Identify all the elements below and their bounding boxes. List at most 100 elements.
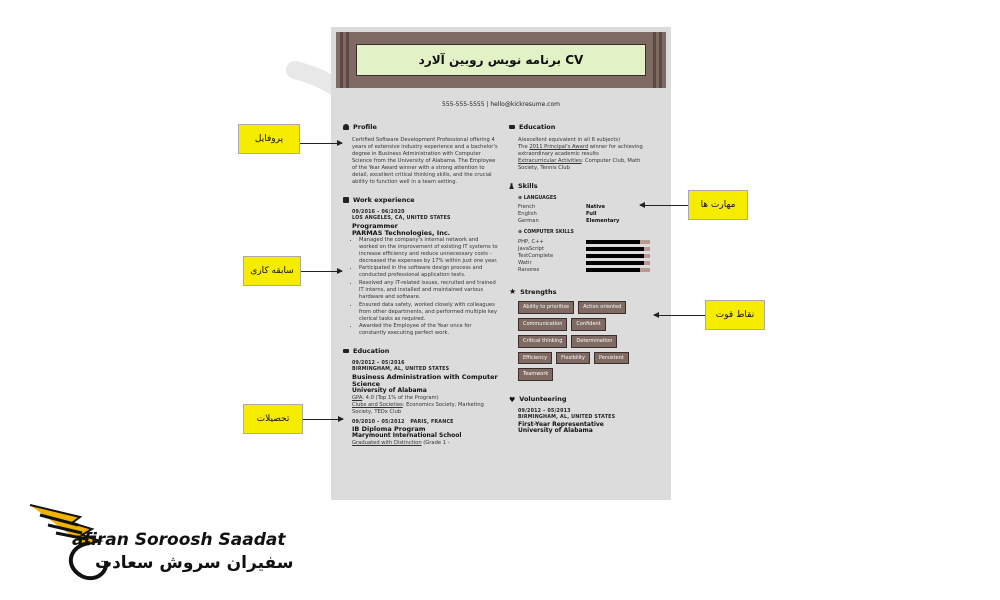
edu-school: University of Alabama: [352, 387, 427, 395]
computer-skill-name: PHP, C++: [518, 238, 544, 245]
brand-logo-icon: [29, 504, 109, 581]
brand-name-fa: سفیران سروش سعادت: [95, 553, 294, 573]
education-continued-section: Education A/excellent equivalent in all …: [509, 123, 659, 172]
edu-activities: Extracurricular Activities: Computer Clu…: [518, 157, 641, 171]
arrow-skills: [639, 202, 688, 208]
edu-clubs: Clubs and Societies: Economics Society, …: [352, 401, 484, 415]
computer-skill-name: JavaScript: [518, 245, 545, 252]
computer-skill-row: JavaScript: [518, 246, 659, 253]
volunteer-location: BIRMINGHAM, AL, UNITED STATES: [518, 415, 616, 421]
cv-page: CV برنامه نویس روبین آلارد 555-555-5555 …: [331, 27, 671, 500]
callout-skills: مهارت ها: [688, 190, 748, 220]
flask-icon: [509, 183, 514, 190]
profile-section: Profile Certified Software Development P…: [343, 123, 498, 186]
right-column: Education A/excellent equivalent in all …: [509, 123, 659, 445]
computer-skill-row: Ranorex: [518, 267, 659, 274]
edu-dates: 09/2010 – 05/2012 PARIS, FRANCE: [352, 419, 454, 425]
strength-tag: Communication: [518, 318, 568, 331]
strength-tag: Efficiency: [518, 351, 553, 365]
strength-tag: Confident: [571, 318, 606, 331]
arrow-work: [301, 268, 343, 274]
computer-skill-row: PHP, C++: [518, 239, 659, 246]
graduation-cap-icon: [509, 125, 515, 130]
edu-degree: IB Diploma Program: [352, 425, 426, 434]
volunteer-school: University of Alabama: [518, 427, 593, 435]
education-section: Education 09/2012 – 05/2016 BIRMINGHAM, …: [343, 347, 498, 447]
profile-text: Certified Software Development Professio…: [352, 136, 498, 185]
profile-heading-text: Profile: [353, 123, 377, 131]
strength-tag: Persistent: [593, 351, 629, 365]
computer-skill-row: Watir: [518, 260, 659, 267]
work-section: Work experience 09/2016 – 06/2020 LOS AN…: [343, 196, 498, 337]
edu-gpa: GPA: 4.0 (Top 1% of the Program): [352, 394, 439, 401]
edu-award: The 2011 Principal's Award winner for ac…: [518, 143, 643, 157]
left-column: Profile Certified Software Development P…: [343, 123, 498, 457]
header-stripe: [340, 32, 343, 88]
strength-tag: Ability to prioritize: [518, 301, 575, 315]
skill-level-fill: [586, 267, 641, 272]
callout-strengths: نقاط قوت: [705, 300, 765, 330]
contact-line: 555-555-5555 | hello@kickresume.com: [442, 101, 560, 108]
strength-tag: Teamwork: [518, 368, 554, 382]
edu-school: Marymount International School: [352, 432, 462, 440]
work-bullet: Resolved any IT-related issues, recruite…: [359, 280, 498, 301]
work-heading-text: Work experience: [353, 195, 415, 204]
heart-icon: ♥: [509, 395, 516, 404]
callout-education: تحصیلات: [243, 404, 303, 434]
skill-level-fill: [586, 253, 644, 258]
strength-tag: Flexibility: [556, 351, 590, 365]
education-continued-heading: Education: [509, 123, 659, 132]
education-heading-text: Education: [353, 347, 390, 356]
work-bullet: Awarded the Employee of the Year once fo…: [359, 323, 498, 337]
skill-level-fill: [586, 246, 644, 251]
strength-tag: Action oriented: [578, 301, 627, 315]
person-icon: [343, 124, 349, 131]
edu-continued-line: A/excellent equivalent in all 6 subjects…: [518, 136, 621, 143]
education-heading: Education: [343, 347, 498, 356]
strength-tag: Determination: [571, 334, 618, 348]
strengths-heading: ★ Strengths: [509, 287, 557, 297]
work-bullet: Managed the company's internal network a…: [359, 237, 498, 265]
cv-header: CV برنامه نویس روبین آلارد: [336, 32, 666, 88]
arrow-education: [303, 416, 344, 422]
languages-heading: ⊕ LANGUAGES: [518, 195, 557, 201]
header-stripe: [653, 32, 656, 88]
star-icon: ★: [509, 287, 517, 297]
skill-level-bar: [586, 267, 650, 272]
computer-skill-name: TestComplete: [518, 252, 554, 259]
strength-tag: Critical thinking: [518, 334, 568, 348]
skill-level-fill: [586, 260, 644, 265]
volunteering-heading: ♥ Volunteering: [509, 395, 567, 404]
edu-location: BIRMINGHAM, AL, UNITED STATES: [352, 367, 450, 373]
computer-skill-name: Ranorex: [518, 266, 540, 273]
profile-heading: Profile: [343, 123, 498, 132]
work-bullet: Participated in the software design proc…: [359, 265, 498, 279]
arrow-strengths: [653, 312, 705, 318]
work-location: LOS ANGELES, CA, UNITED STATES: [352, 216, 451, 222]
header-stripe: [346, 32, 349, 88]
work-bullets: Managed the company's internal network a…: [352, 237, 498, 337]
edu-degree: Business Administration with Computer Sc…: [352, 372, 498, 388]
computer-skill-row: TestComplete: [518, 253, 659, 260]
work-role: Programmer: [352, 221, 398, 230]
skills-heading: Skills: [509, 182, 659, 191]
briefcase-icon: [343, 197, 349, 204]
work-heading: Work experience: [343, 196, 498, 205]
callout-profile: پروفایل: [238, 124, 300, 154]
volunteer-dates: 09/2012 – 05/2013: [518, 408, 571, 414]
header-stripe: [659, 32, 662, 88]
brand-name-en: afiran Soroosh Saadat: [72, 530, 286, 550]
skill-level-fill: [586, 239, 641, 244]
computer-skills-heading: ⊕ COMPUTER SKILLS: [518, 230, 574, 236]
skill-level-bar: [586, 239, 650, 244]
skill-level-bar: [586, 253, 650, 258]
computer-skill-name: Watir: [518, 259, 532, 266]
volunteer-role: First-Year Representative: [518, 420, 604, 428]
work-company: PARMAS Technologies, Inc.: [352, 228, 451, 237]
edu-distinction: Graduated with Distinction (Grade 1 -: [352, 439, 450, 446]
